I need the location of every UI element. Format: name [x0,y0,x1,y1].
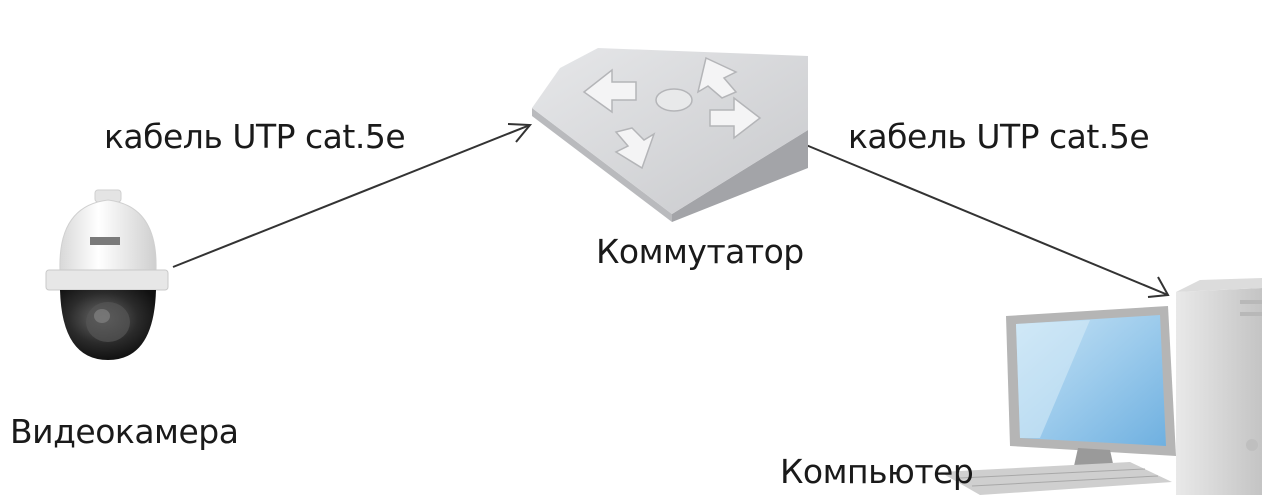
network-switch-icon [532,48,808,222]
connection-switch-to-computer [805,144,1170,298]
computer-label: Компьютер [780,452,974,491]
cable-label-left: кабель UTP cat.5e [104,117,406,156]
cable-label-right: кабель UTP cat.5e [848,117,1150,156]
camera-icon [45,189,169,360]
switch-label: Коммутатор [596,232,804,271]
computer-icon [940,278,1262,495]
connection-camera-to-switch [172,123,533,268]
camera-label: Видеокамера [10,412,239,451]
